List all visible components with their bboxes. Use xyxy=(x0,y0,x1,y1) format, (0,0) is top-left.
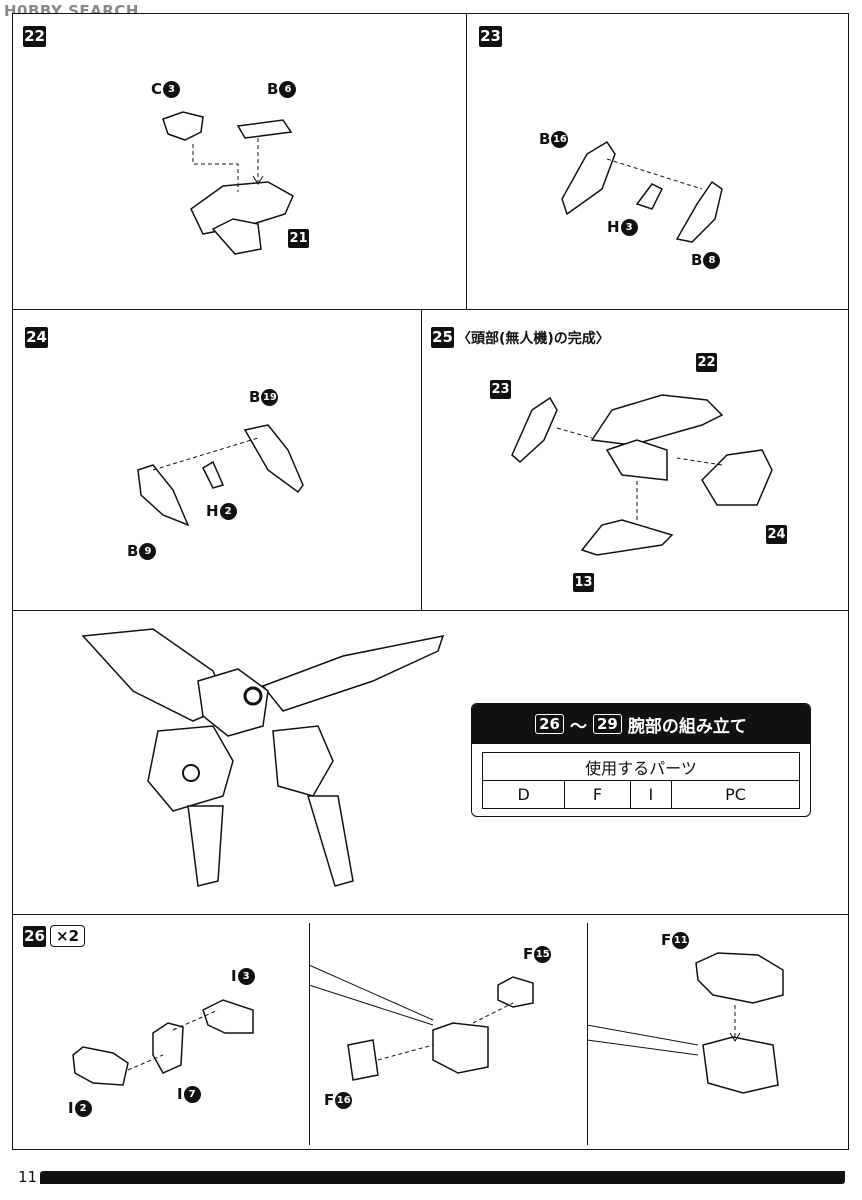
step-25-panel: 25 〈頭部(無人機)の完成〉 23 22 24 13 xyxy=(421,309,849,611)
part-letter: B xyxy=(267,80,279,98)
part-number-badge: 19 xyxy=(261,388,279,406)
step-25-title: 〈頭部(無人機)の完成〉 xyxy=(457,331,610,347)
ref-step-21: 21 xyxy=(288,229,309,248)
range-end-step: 29 xyxy=(593,714,622,734)
part-number-badge: 9 xyxy=(139,542,157,560)
multiplier-badge: ×2 xyxy=(50,925,86,947)
part-letter: B xyxy=(127,542,139,560)
part-letter: H xyxy=(607,218,620,236)
divider-2 xyxy=(587,923,588,1145)
part-number-badge: 3 xyxy=(163,80,181,98)
part-letter: F xyxy=(324,1091,335,1109)
part-number-badge: 6 xyxy=(279,80,297,98)
part-letter: B xyxy=(249,388,261,406)
step-25-number: 25 xyxy=(431,327,454,348)
step-26-illustration xyxy=(72,952,784,1094)
part-letter: F xyxy=(523,945,534,963)
parts-used-box: 26 ～ 29 腕部の組み立て 使用するパーツ D F I PC xyxy=(471,703,811,817)
part-number-badge: 16 xyxy=(551,130,569,148)
step-24-illustration xyxy=(137,424,304,527)
divider-1 xyxy=(309,923,310,1145)
parts-cell: F xyxy=(564,780,631,809)
part-number-badge: 8 xyxy=(703,251,721,269)
bottom-decorative-bar xyxy=(40,1171,845,1184)
step-24-number: 24 xyxy=(25,327,48,348)
part-letter: F xyxy=(661,931,672,949)
part-number-badge: 2 xyxy=(219,502,237,520)
step-22-illustration xyxy=(162,111,294,255)
page-number: 11 xyxy=(18,1168,38,1186)
parts-cell: I xyxy=(629,780,673,809)
part-number-badge: 3 xyxy=(237,967,255,985)
part-letter: I xyxy=(68,1099,74,1117)
part-number-badge: 11 xyxy=(672,931,690,949)
part-number-badge: 7 xyxy=(183,1085,201,1103)
step-22-number: 22 xyxy=(23,26,46,47)
step-23-illustration xyxy=(561,140,723,243)
ref-step-23: 23 xyxy=(490,380,511,399)
parts-box-heading: 腕部の組み立て xyxy=(627,716,747,737)
parts-cell: D xyxy=(481,780,566,809)
step-23-number: 23 xyxy=(479,26,502,47)
ref-step-22: 22 xyxy=(696,353,717,372)
parts-cell: PC xyxy=(671,780,800,809)
ref-step-13: 13 xyxy=(573,573,594,592)
part-number-badge: 16 xyxy=(335,1091,353,1109)
range-tilde: ～ xyxy=(570,716,587,737)
step-26-number: 26 xyxy=(23,926,46,947)
part-letter: I xyxy=(177,1085,183,1103)
parts-table: 使用するパーツ D F I PC xyxy=(481,752,800,809)
part-letter: I xyxy=(231,967,237,985)
range-start-step: 26 xyxy=(535,714,564,734)
ref-step-24: 24 xyxy=(766,525,787,544)
part-number-badge: 15 xyxy=(534,945,552,963)
part-letter: B xyxy=(691,251,703,269)
parts-table-subheading: 使用するパーツ xyxy=(482,752,800,781)
part-number-badge: 2 xyxy=(74,1099,92,1117)
part-letter: B xyxy=(539,130,551,148)
parts-box-header: 26 ～ 29 腕部の組み立て xyxy=(472,704,810,744)
step-25-illustration xyxy=(511,394,773,556)
completed-model-illustration xyxy=(81,628,445,887)
part-letter: C xyxy=(151,80,163,98)
part-letter: H xyxy=(206,502,219,520)
part-number-badge: 3 xyxy=(620,218,638,236)
